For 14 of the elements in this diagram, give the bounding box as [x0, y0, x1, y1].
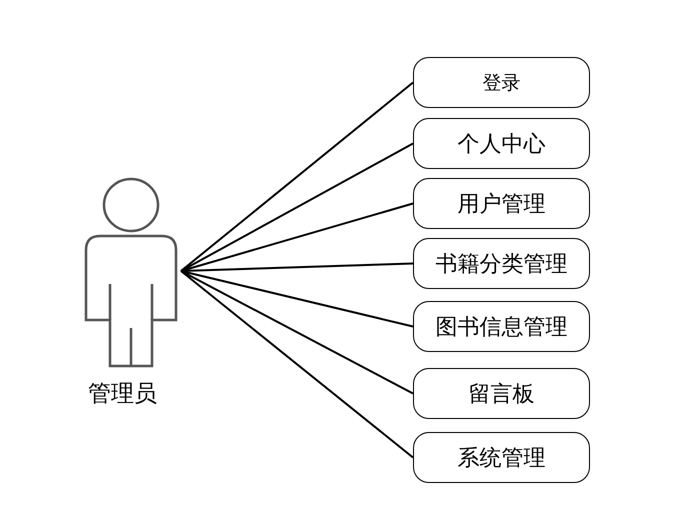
- connector-line: [180, 270, 414, 458]
- use-case-box: 登录: [413, 57, 590, 108]
- connector-line: [180, 270, 414, 394]
- use-case-box: 用户管理: [413, 178, 590, 229]
- use-case-box: 书籍分类管理: [413, 238, 590, 289]
- connector-line: [180, 202, 414, 272]
- use-case-box: 个人中心: [413, 118, 590, 169]
- connector-line: [180, 142, 414, 272]
- use-case-box: 系统管理: [413, 432, 590, 483]
- use-case-box: 留言板: [413, 368, 590, 419]
- connector-line: [180, 270, 414, 328]
- actor-label: 管理员: [88, 380, 157, 409]
- connector-line: [180, 82, 414, 272]
- use-case-box: 图书信息管理: [413, 301, 590, 352]
